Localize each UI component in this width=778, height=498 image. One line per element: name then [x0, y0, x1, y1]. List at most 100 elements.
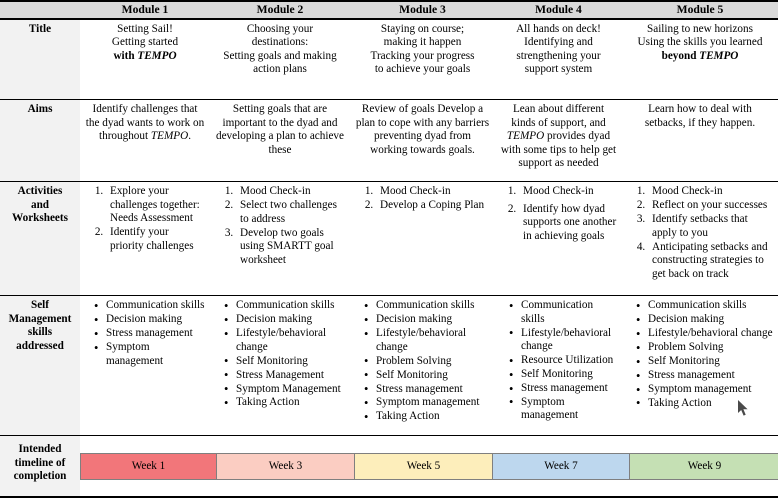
timeline-segment-week-9: Week 9: [629, 453, 778, 481]
column-header-module-3: Module 3: [350, 0, 495, 20]
title-line-3: with TEMPO: [85, 50, 205, 63]
timeline-arrow: Week 1 Week 3 Week 5 Week 7 Week 9: [80, 453, 778, 481]
skills-list: Communication skills Decision making Str…: [85, 299, 205, 368]
list-item: Decision making: [224, 313, 345, 329]
list-item: Communication skills: [94, 299, 205, 315]
list-item: Communication skills: [509, 299, 617, 326]
title-cell-module-4: All hands on deck! Identifying and stren…: [495, 18, 622, 101]
title-line-4: action plans: [253, 63, 307, 76]
skills-list: Communication skills Decision making Lif…: [627, 299, 773, 412]
title-line-3: Tracking your progress: [370, 49, 475, 62]
list-item: Lifestyle/behavioral change: [636, 327, 773, 343]
list-item: Lifestyle/behavioral change: [364, 327, 490, 354]
title-line-3-pre: with: [113, 49, 138, 62]
aims-text-post: provides dyad with some tips to help get…: [500, 130, 617, 170]
list-item: Problem Solving: [636, 341, 773, 357]
activities-list: Mood Check-in Identify how dyad supports…: [500, 185, 617, 243]
timeline-cell: Week 1 Week 3 Week 5 Week 7 Week 9: [80, 435, 778, 498]
timeline-segment-label: Week 5: [406, 460, 441, 473]
list-item: Taking Action: [364, 410, 490, 426]
list-item: Symptom Management: [224, 382, 345, 398]
list-item: Communication skills: [636, 299, 773, 315]
column-header-module-4: Module 4: [495, 0, 622, 20]
timeline-segment-week-5: Week 5: [354, 453, 492, 481]
timeline-segment-label: Week 3: [268, 460, 303, 473]
aims-text-pre: Review of goals Develop a plan to cope w…: [355, 103, 490, 156]
activities-list: Mood Check-in Select two challenges to a…: [215, 185, 345, 267]
list-item: Identify how dyad supports one another i…: [519, 203, 617, 243]
module-overview-table-figure: Module 1 Module 2 Module 3 Module 4 Modu…: [0, 0, 778, 481]
skills-list: Communication skills Lifestyle/behaviora…: [500, 299, 617, 422]
list-item: Self Monitoring: [509, 368, 617, 384]
list-item: Lifestyle/behavioral change: [509, 326, 617, 354]
list-item: Communication skills: [364, 299, 490, 315]
list-item: Identify your priority challenges: [106, 226, 205, 253]
timeline-segment-label: Week 1: [131, 460, 166, 473]
title-line-3: beyond TEMPO: [627, 50, 773, 63]
row-label-title: Title: [0, 18, 80, 101]
table-row-title: Title Setting Sail! Getting started with…: [0, 18, 778, 101]
activities-list: Mood Check-in Reflect on your successes …: [627, 185, 773, 281]
list-item: Decision making: [636, 313, 773, 329]
title-cell-module-5: Sailing to new horizons Using the skills…: [622, 18, 778, 101]
list-item: Select two challenges to address: [236, 199, 345, 226]
row-label-skills-line-4: addressed: [16, 339, 64, 352]
list-item: Stress management: [509, 382, 617, 398]
table-row-intended-timeline: Intended timeline of completion Week 1 W…: [0, 435, 778, 498]
table-header-row: Module 1 Module 2 Module 3 Module 4 Modu…: [0, 0, 778, 20]
table-row-self-management-skills: Self Management skills addressed Communi…: [0, 295, 778, 437]
list-item: Lifestyle/behavioral change: [224, 327, 345, 354]
title-line-1: All hands on deck!: [516, 22, 601, 35]
list-item: Communication skills: [224, 299, 345, 315]
row-label-skills-line-2: Management: [8, 312, 72, 325]
title-line-2: Getting started: [111, 36, 179, 49]
list-item: Decision making: [94, 313, 205, 329]
aims-text-pre: Lean about different kinds of support, a…: [511, 103, 606, 129]
aims-text-pre: Learn how to deal with setbacks, if they…: [644, 103, 756, 129]
aims-cell-module-4: Lean about different kinds of support, a…: [495, 99, 622, 183]
row-label-skills-line-1: Self: [30, 299, 50, 312]
timeline-arrow-shaft: Week 1 Week 3 Week 5 Week 7 Week 9: [80, 453, 778, 481]
row-label-timeline-line-3: completion: [13, 470, 67, 483]
activities-cell-module-4: Mood Check-in Identify how dyad supports…: [495, 181, 622, 297]
table-row-activities: Activities and Worksheets Explore your c…: [0, 181, 778, 297]
aims-text-pre: Identify challenges that the dyad wants …: [85, 103, 205, 143]
aims-text-pre: Setting goals that are important to the …: [216, 103, 344, 156]
activities-cell-module-3: Mood Check-in Develop a Coping Plan: [350, 181, 495, 297]
title-line-4: support system: [524, 63, 593, 76]
activities-list: Explore your challenges together: Needs …: [85, 185, 205, 253]
activities-cell-module-2: Mood Check-in Select two challenges to a…: [210, 181, 350, 297]
row-label-activities-line-2: and: [30, 198, 50, 211]
list-item: Explore your challenges together: Needs …: [106, 185, 205, 225]
list-item: Symptom management: [94, 341, 205, 368]
title-line-2: Using the skills you learned: [637, 36, 763, 49]
row-label-aims: Aims: [0, 99, 80, 183]
list-item: Stress management: [94, 327, 205, 343]
skills-cell-module-1: Communication skills Decision making Str…: [80, 295, 210, 437]
list-item: Mood Check-in: [519, 185, 617, 198]
title-line-1: Choosing your: [246, 22, 314, 35]
skills-cell-module-2: Communication skills Decision making Lif…: [210, 295, 350, 437]
row-label-self-management-skills: Self Management skills addressed: [0, 295, 80, 437]
list-item: Taking Action: [224, 396, 345, 412]
row-label-activities: Activities and Worksheets: [0, 181, 80, 297]
row-label-activities-line-3: Worksheets: [12, 212, 68, 225]
timeline-segment-week-1: Week 1: [80, 453, 216, 481]
skills-cell-module-3: Communication skills Decision making Lif…: [350, 295, 495, 437]
list-item: Decision making: [364, 313, 490, 329]
row-label-activities-line-1: Activities: [17, 185, 63, 198]
list-item: Anticipating setbacks and constructing s…: [648, 241, 773, 281]
skills-list: Communication skills Decision making Lif…: [355, 299, 490, 426]
row-label-timeline-line-2: timeline of: [14, 456, 66, 469]
row-label-skills-line-3: skills: [27, 326, 53, 339]
timeline-segment-week-7: Week 7: [492, 453, 629, 481]
column-header-module-5: Module 5: [622, 0, 778, 20]
activities-cell-module-1: Explore your challenges together: Needs …: [80, 181, 210, 297]
title-line-2: destinations:: [251, 36, 309, 49]
skills-list: Communication skills Decision making Lif…: [215, 299, 345, 412]
list-item: Resource Utilization: [509, 354, 617, 370]
aims-cell-module-3: Review of goals Develop a plan to cope w…: [350, 99, 495, 183]
skills-cell-module-5: Communication skills Decision making Lif…: [622, 295, 778, 437]
title-cell-module-1: Setting Sail! Getting started with TEMPO: [80, 18, 210, 101]
